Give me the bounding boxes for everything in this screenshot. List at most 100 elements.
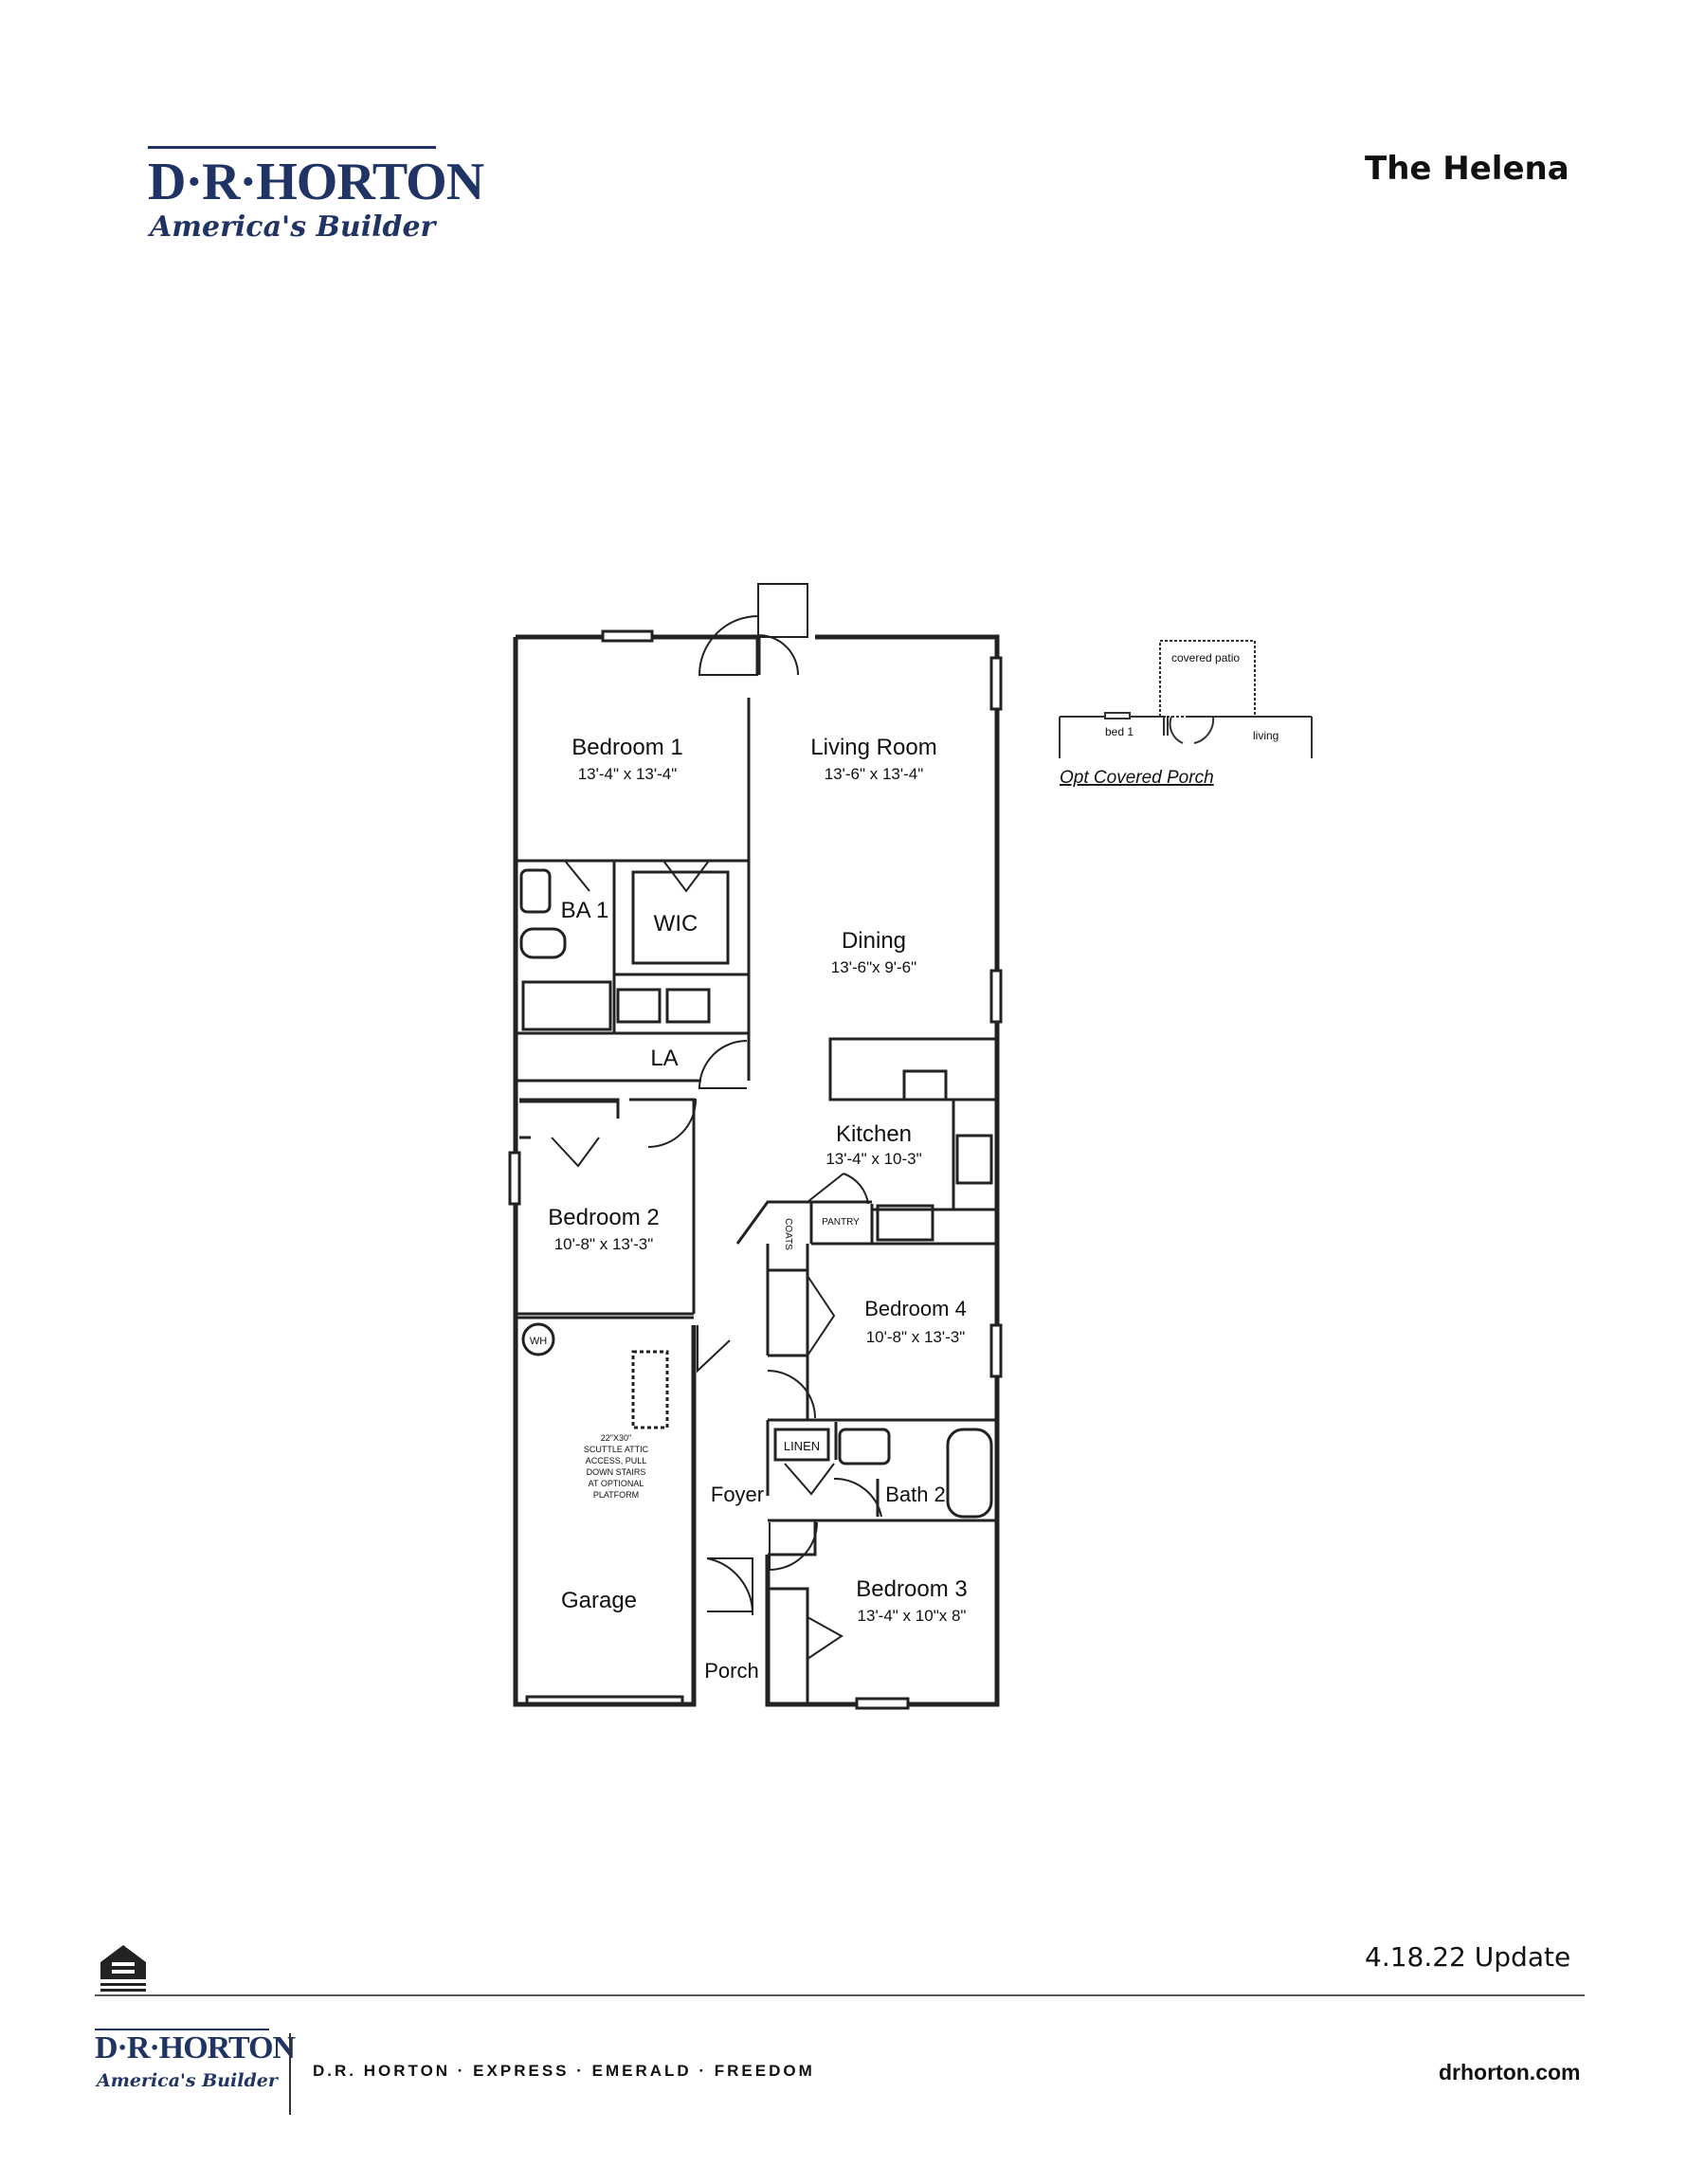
attic-note-line: DOWN STAIRS: [587, 1467, 646, 1477]
kitchen-island: [828, 1037, 999, 1101]
logo-tagline: America's Builder: [97, 2070, 278, 2091]
inset-wall: [1163, 717, 1169, 736]
attic-note-line: ACCESS, PULL: [586, 1456, 647, 1465]
ba1-toilet: [519, 927, 567, 959]
door-swing: [807, 1173, 869, 1205]
room-label-bath2: Bath 2: [885, 1483, 946, 1506]
fireplace: [757, 583, 808, 638]
wall: [768, 1268, 809, 1357]
room-dims-bedroom2: 10'-8" x 13'-3": [554, 1235, 654, 1253]
room-label-dining: Dining: [842, 928, 906, 954]
water-heater: [521, 1322, 555, 1356]
option-patio-label: covered patio: [1171, 651, 1240, 664]
room-label-bedroom4: Bedroom 4: [864, 1297, 967, 1320]
window: [601, 629, 654, 643]
range: [955, 1134, 993, 1185]
door-swing: [662, 860, 710, 893]
room-label-ba1: BA 1: [561, 898, 609, 923]
exterior-wall: [513, 637, 697, 1707]
wic-shelf: [631, 870, 730, 965]
bath2-sink: [838, 1428, 891, 1465]
ba1-shower: [521, 980, 612, 1031]
window: [508, 1151, 521, 1206]
door-swing: [767, 1370, 816, 1419]
room-label-pantry: PANTRY: [822, 1217, 860, 1228]
door-swing: [807, 1275, 836, 1356]
inset-window: [1104, 712, 1131, 719]
door-swing: [833, 1477, 882, 1518]
option-inset: [1059, 640, 1313, 758]
door-swing: [784, 1463, 835, 1496]
update-date: 4.18.22 Update: [1365, 1941, 1571, 1973]
room-label-foyer: Foyer: [711, 1483, 764, 1506]
room-label-bedroom1: Bedroom 1: [571, 735, 682, 760]
bathtub: [946, 1428, 993, 1519]
room-label-living: Living Room: [810, 735, 936, 760]
door-swing: [807, 1616, 844, 1660]
door-swing: [706, 1557, 754, 1616]
attic-access: [631, 1350, 669, 1429]
room-label-bedroom2: Bedroom 2: [548, 1205, 659, 1230]
door-swing: [697, 1325, 731, 1374]
room-label-la: LA: [650, 1046, 678, 1071]
door-swing: [769, 1521, 818, 1572]
equal-housing-icon: [100, 1945, 146, 1992]
option-caption: Opt Covered Porch: [1060, 768, 1214, 788]
wall: [519, 1098, 620, 1119]
brand-list: D.R. HORTON · EXPRESS · EMERALD · FREEDO…: [313, 2062, 815, 2080]
option-bed1-label: bed 1: [1105, 725, 1134, 738]
footer-vertical-divider: [289, 2033, 291, 2115]
room-label-wh: WH: [530, 1336, 547, 1347]
attic-note-line: PLATFORM: [593, 1490, 639, 1500]
refrigerator: [876, 1204, 934, 1242]
plan-name: The Helena: [1365, 150, 1569, 188]
inset-door: [1169, 716, 1184, 744]
wall: [735, 1200, 813, 1245]
attic-note-line: SCUTTLE ATTIC: [584, 1445, 649, 1454]
window: [989, 1323, 1003, 1378]
room-label-linen: LINEN: [784, 1439, 820, 1453]
garage-door: [525, 1695, 684, 1704]
room-label-kitchen: Kitchen: [836, 1121, 912, 1147]
room-label-wic: WIC: [654, 911, 698, 937]
wall: [770, 1587, 809, 1704]
logo-brand: D·R·HORTON: [95, 2030, 296, 2066]
footer-divider: [95, 1994, 1585, 1996]
logo-brand: D·R·HORTON: [148, 153, 484, 211]
door-swing: [564, 860, 590, 892]
website-link[interactable]: drhorton.com: [1439, 2060, 1581, 2084]
ba1-sink: [519, 868, 552, 914]
attic-note-line: AT OPTIONAL: [589, 1479, 644, 1488]
room-dims-kitchen: 13'-4" x 10-3": [825, 1150, 921, 1168]
window: [989, 656, 1003, 711]
linen-closet: [773, 1428, 830, 1462]
dryer: [665, 988, 711, 1024]
logo-rule: [148, 146, 436, 149]
room-dims-bedroom3: 13'-4" x 10"x 8": [858, 1607, 967, 1625]
logo-rule: [95, 2029, 269, 2030]
room-label-coats: COATS: [783, 1218, 793, 1250]
room-dims-bedroom4: 10'-8" x 13'-3": [866, 1328, 966, 1346]
door-swing: [757, 633, 799, 676]
door-swing: [551, 1137, 600, 1168]
room-dims-living: 13'-6" x 13'-4": [825, 765, 924, 783]
door-swing: [647, 1099, 698, 1148]
room-label-bedroom3: Bedroom 3: [856, 1576, 967, 1602]
attic-note-line: 22"X30": [601, 1433, 631, 1443]
room-label-garage: Garage: [561, 1588, 637, 1613]
logo-tagline: America's Builder: [150, 210, 436, 244]
footer-logo: D·R·HORTON America's Builder: [95, 2027, 296, 2112]
window: [855, 1697, 910, 1710]
washer: [616, 988, 662, 1024]
door-swing: [698, 615, 759, 676]
room-dims-bedroom1: 13'-4" x 13'-4": [578, 765, 678, 783]
room-label-porch: Porch: [704, 1659, 758, 1683]
attic-note: 22"X30" SCUTTLE ATTIC ACCESS, PULL DOWN …: [584, 1433, 649, 1500]
option-living-label: living: [1253, 729, 1279, 742]
window: [989, 969, 1003, 1024]
kitchen-sink: [902, 1069, 948, 1101]
inset-door: [1188, 716, 1215, 744]
wall: [768, 1520, 817, 1556]
room-dims-dining: 13'-6"x 9'-6": [831, 958, 916, 976]
